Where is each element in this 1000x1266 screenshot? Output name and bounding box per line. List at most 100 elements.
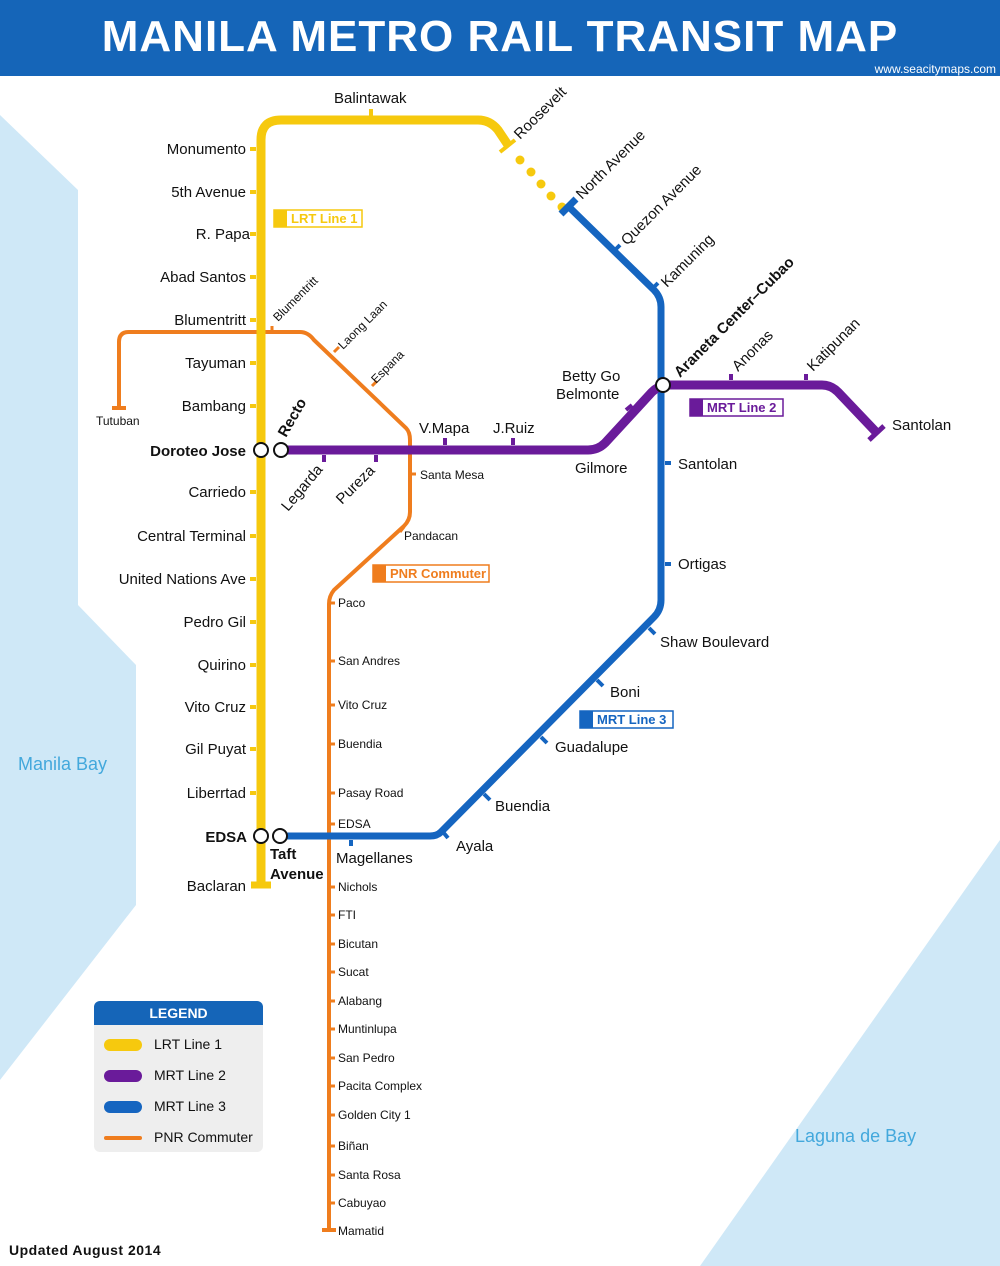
- station-label: Carriedo: [188, 484, 246, 501]
- legend-label: MRT Line 3: [154, 1098, 226, 1114]
- station-label: Baclaran: [187, 878, 246, 895]
- station-label: EDSA: [205, 829, 247, 846]
- station-label: Pasay Road: [338, 786, 403, 800]
- station-label: Monumento: [167, 141, 246, 158]
- station-label: Vito Cruz: [185, 699, 246, 716]
- station-label: EDSA: [338, 817, 371, 831]
- mrt3-line: [280, 196, 665, 840]
- station-label: Blumentritt: [174, 312, 247, 329]
- header-bar: [0, 0, 1000, 76]
- station-label: Betty Go: [562, 368, 620, 385]
- station-label: Biñan: [338, 1139, 369, 1153]
- svg-text:MRT Line 2: MRT Line 2: [707, 400, 776, 415]
- station-label: Santa Rosa: [338, 1168, 401, 1182]
- station-label: Anonas: [729, 327, 777, 375]
- svg-text:MRT Line 3: MRT Line 3: [597, 712, 666, 727]
- station-label: Laong Laan: [335, 297, 390, 352]
- station-label: Vito Cruz: [338, 698, 387, 712]
- legend: LEGEND LRT Line 1 MRT Line 2 MRT Line 3 …: [94, 1001, 263, 1152]
- station-label: United Nations Ave: [119, 571, 246, 588]
- pnr-ticks: [270, 326, 416, 1205]
- lrt1-line: [251, 115, 512, 889]
- manila-bay-label: Manila Bay: [18, 754, 107, 774]
- svg-text:PNR Commuter: PNR Commuter: [390, 566, 486, 581]
- station-label: Magellanes: [336, 850, 413, 867]
- station-label: Ortigas: [678, 556, 726, 573]
- station-label: Boni: [610, 684, 640, 701]
- legend-item-pnr: PNR Commuter: [94, 1124, 263, 1155]
- laguna-de-bay-water: [700, 840, 1000, 1266]
- legend-swatch: [104, 1070, 142, 1082]
- station-label: Pacita Complex: [338, 1079, 422, 1093]
- station-label: Mamatid: [338, 1224, 384, 1238]
- station-label: Katipunan: [804, 315, 864, 375]
- station-label: Central Terminal: [137, 528, 246, 545]
- station-label: Liberrtad: [187, 785, 246, 802]
- interchange-markers: [253, 377, 671, 844]
- station-label: Shaw Boulevard: [660, 634, 769, 651]
- station-label: Recto: [275, 395, 311, 440]
- legend-label: PNR Commuter: [154, 1129, 253, 1145]
- station-label: Guadalupe: [555, 739, 628, 756]
- legend-swatch: [104, 1101, 142, 1113]
- legend-swatch: [104, 1136, 142, 1140]
- laguna-de-bay-label: Laguna de Bay: [795, 1126, 916, 1146]
- station-label: Legarda: [278, 461, 327, 515]
- station-label: Nichols: [338, 880, 377, 894]
- station-label: Bicutan: [338, 937, 378, 951]
- legend-item-lrt1: LRT Line 1: [94, 1031, 263, 1062]
- station-label: Quirino: [198, 657, 246, 674]
- station-label: 5th Avenue: [171, 184, 246, 201]
- station-label: Buendia: [495, 798, 551, 815]
- station-label: Golden City 1: [338, 1108, 411, 1122]
- legend-item-mrt3: MRT Line 3: [94, 1093, 263, 1124]
- station-label: Pureza: [333, 462, 379, 508]
- station-label: Belmonte: [556, 386, 619, 403]
- station-label: J.Ruiz: [493, 420, 535, 437]
- page-title: MANILA METRO RAIL TRANSIT MAP: [101, 12, 899, 61]
- station-label: Taft: [270, 846, 296, 863]
- station-label: Alabang: [338, 994, 382, 1008]
- legend-label: LRT Line 1: [154, 1036, 222, 1052]
- manila-bay-water: [0, 115, 136, 1080]
- station-label: Santa Mesa: [420, 468, 484, 482]
- station-label: Avenue: [270, 866, 324, 883]
- lrt1-extension: [515, 155, 567, 212]
- station-label: Cabuyao: [338, 1196, 386, 1210]
- station-label: San Andres: [338, 654, 400, 668]
- station-label: Blumentritt: [270, 273, 321, 324]
- station-label: FTI: [338, 908, 356, 922]
- station-label: Abad Santos: [160, 269, 246, 286]
- mrt2-ticks: [322, 374, 808, 462]
- mrt3-ticks: [349, 243, 671, 846]
- station-label: Buendia: [338, 737, 382, 751]
- legend-label: MRT Line 2: [154, 1067, 226, 1083]
- station-label: Sucat: [338, 965, 369, 979]
- station-label: Gilmore: [575, 460, 628, 477]
- station-label: Santolan: [678, 456, 737, 473]
- updated-note: Updated August 2014: [9, 1242, 162, 1258]
- station-label: R. Papa: [196, 226, 251, 243]
- station-label: Roosevelt: [511, 83, 571, 143]
- lrt1-ticks: [250, 109, 517, 795]
- station-label: Espana: [368, 347, 407, 386]
- website-credit: www.seacitymaps.com: [874, 62, 996, 76]
- station-label: Quezon Avenue: [618, 162, 705, 249]
- station-label: Ayala: [456, 838, 494, 855]
- legend-swatch: [104, 1039, 142, 1051]
- station-label: Balintawak: [334, 90, 407, 107]
- station-label: Pandacan: [404, 529, 458, 543]
- station-label: Tutuban: [96, 414, 140, 428]
- mrt3-tag: MRT Line 3: [579, 710, 674, 729]
- pnr-tag: PNR Commuter: [372, 564, 490, 583]
- legend-title: LEGEND: [94, 1001, 263, 1025]
- legend-item-mrt2: MRT Line 2: [94, 1062, 263, 1093]
- svg-text:LRT Line 1: LRT Line 1: [291, 211, 357, 226]
- station-label: V.Mapa: [419, 420, 470, 437]
- pnr-line: [112, 330, 412, 1232]
- station-label: Muntinlupa: [338, 1022, 397, 1036]
- station-label: Gil Puyat: [185, 741, 247, 758]
- station-label: Pedro Gil: [183, 614, 246, 631]
- station-label: Bambang: [182, 398, 246, 415]
